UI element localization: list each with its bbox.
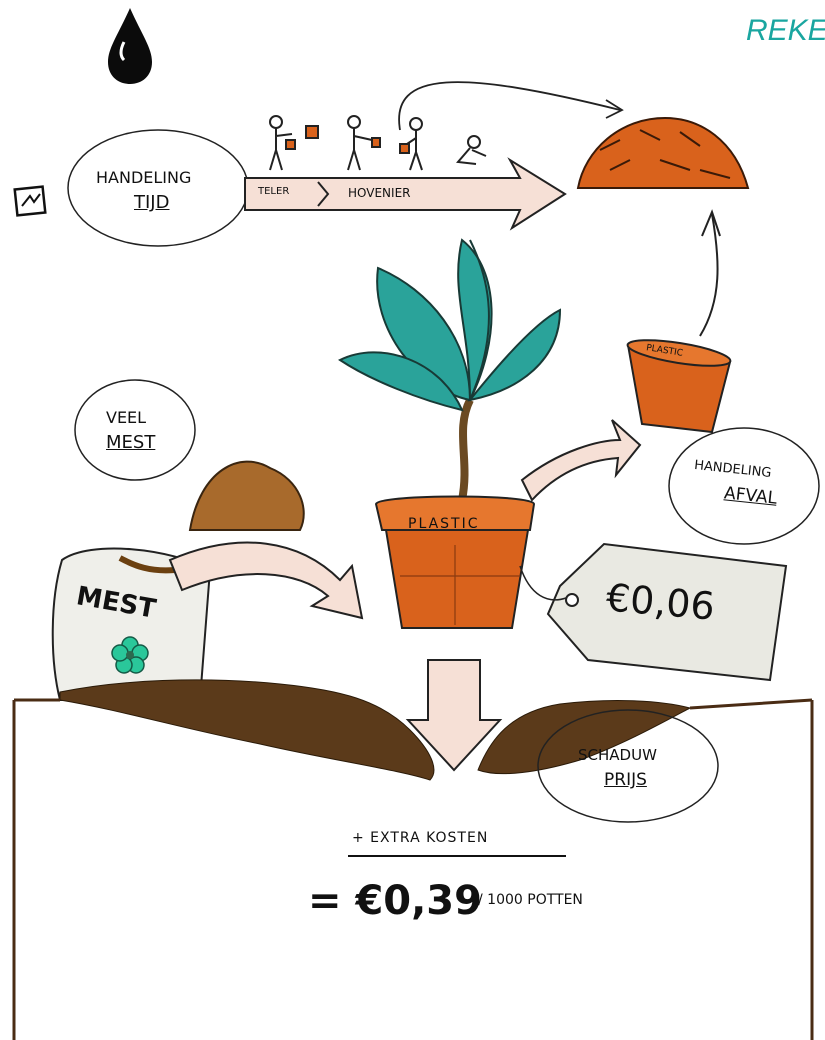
ground-frame (12, 698, 814, 1040)
up-arrow (699, 213, 719, 337)
plant-illustration (338, 238, 562, 501)
recycle-curve-arrow (398, 81, 621, 131)
pot-label: PLASTIC (408, 516, 480, 532)
shadow-price-bubble (537, 709, 719, 823)
soil-left (59, 679, 435, 781)
pot-pile (576, 116, 750, 189)
price-tag-value: €0,06 (604, 575, 717, 629)
workers-illustration (269, 115, 487, 171)
manure-bubble (74, 379, 196, 481)
chart-icon (13, 185, 47, 217)
shadow-bubble-line1: SCHADUW (578, 746, 657, 764)
waste-arrow (520, 419, 642, 502)
arrow-label-hovenier: HOVENIER (348, 186, 411, 200)
manure-arrow (168, 541, 364, 620)
shadow-bubble-line2: PRIJS (604, 770, 647, 790)
page-title: REKEN (746, 14, 825, 47)
manure-heap (188, 460, 305, 531)
small-plastic-pot (626, 339, 732, 434)
arrow-label-teler: TELER (258, 186, 290, 197)
total-value: = €0,39 (308, 878, 482, 924)
waste-bubble (668, 427, 820, 545)
price-tag (519, 542, 788, 682)
down-arrow (405, 659, 503, 772)
plastic-pot (374, 495, 536, 629)
manure-bubble-line2: MEST (106, 432, 156, 453)
flower-icon (111, 636, 149, 674)
time-bubble-line1: HANDELING (96, 168, 192, 187)
extra-costs-text: + EXTRA KOSTEN (352, 830, 489, 846)
time-bubble-line2: TIJD (134, 192, 170, 213)
manure-bag (51, 547, 212, 701)
timeline-arrow (244, 157, 567, 231)
water-drop-icon (108, 8, 152, 84)
manure-bubble-line1: VEEL (106, 408, 147, 427)
time-bubble (67, 129, 249, 247)
per-unit-text: / 1000 POTTEN (478, 892, 583, 908)
